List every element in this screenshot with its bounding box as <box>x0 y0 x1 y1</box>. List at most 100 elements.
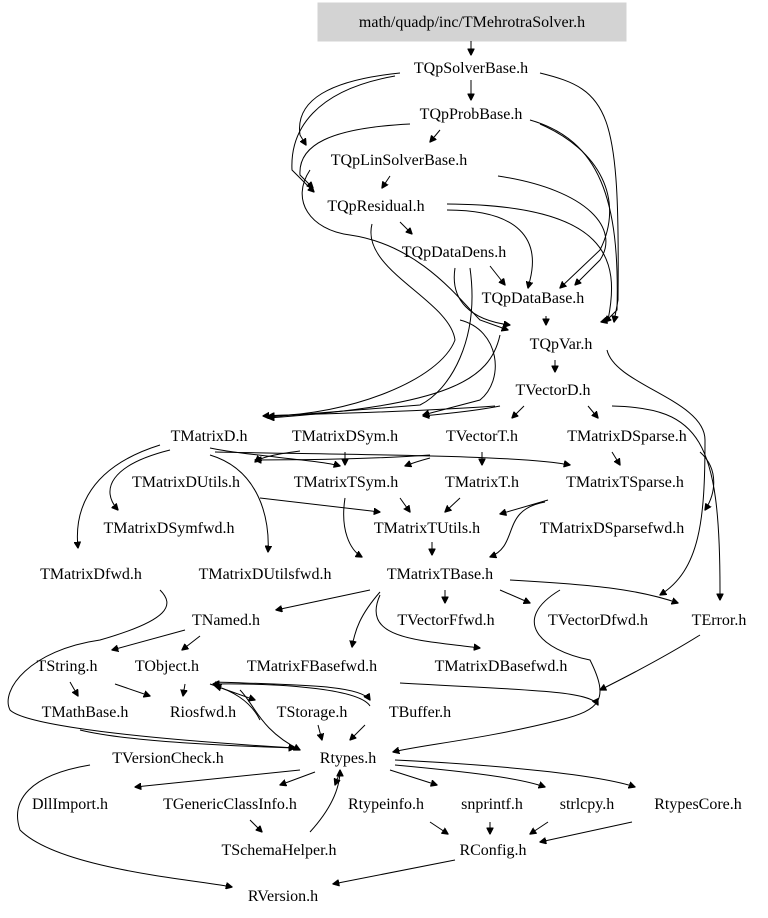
edge-rtypes-genericclassinfo <box>280 771 316 785</box>
edge-rconfig-rversion <box>333 859 456 884</box>
node-buffer[interactable]: TBuffer.h <box>389 704 451 721</box>
node-matrixdsparse[interactable]: TMatrixDSparse.h <box>567 428 687 445</box>
edge-qpresidual-matrixd <box>268 223 456 416</box>
node-matrixdsymfwd[interactable]: TMatrixDSymfwd.h <box>103 520 234 537</box>
edge-matrixdsym-matrixdutilsfwd <box>209 454 268 552</box>
nodes: math/quadp/inc/TMehrotraSolver.h TQpSolv… <box>32 14 746 905</box>
edge-object-rtypes <box>239 689 300 750</box>
node-rtypeinfo[interactable]: Rtypeinfo.h <box>348 796 424 813</box>
node-qplinsolverbase[interactable]: TQpLinSolverBase.h <box>331 152 467 169</box>
node-matrixtbase[interactable]: TMatrixTBase.h <box>387 566 493 583</box>
edge-qpprobbase-qplinsolverbase <box>430 129 441 142</box>
node-matrixdutilsfwd[interactable]: TMatrixDUtilsfwd.h <box>199 566 332 583</box>
edge-string-riosfwd <box>114 683 150 696</box>
node-qpdatabase[interactable]: TQpDataBase.h <box>482 290 585 307</box>
edge-qplinsolverbase-qpresidual <box>382 175 391 188</box>
edge-qpresidual-qpdatadens <box>399 221 412 234</box>
node-rtypes[interactable]: Rtypes.h <box>320 750 376 767</box>
edge-vectord-vectort <box>512 405 525 418</box>
edge-versioncheck-rversion <box>17 764 232 887</box>
edge-qpdatadens-matrixdsym <box>423 319 496 415</box>
edge-error-rtypes <box>600 634 701 690</box>
edge-genericclassinfo-schemahelper <box>249 819 262 832</box>
node-matrixtsym[interactable]: TMatrixTSym.h <box>294 474 398 491</box>
node-matrixdbasefwd[interactable]: TMatrixDBasefwd.h <box>435 658 568 675</box>
node-root[interactable]: math/quadp/inc/TMehrotraSolver.h <box>359 14 585 31</box>
edge-matrixtsparse-matrixtutils <box>500 499 549 514</box>
edge-buffer-object <box>213 684 371 707</box>
edge-buffer-rtypes <box>350 724 366 740</box>
edge-storage-object <box>215 686 261 721</box>
node-matrixtsparse[interactable]: TMatrixTSparse.h <box>566 474 684 491</box>
node-qpprobbase[interactable]: TQpProbBase.h <box>420 106 523 123</box>
edge-named-string <box>112 629 186 650</box>
edge-matrixtbase-error <box>509 579 678 603</box>
edge-rtypes-rtypescore <box>394 759 635 787</box>
edge-matrixtbase-vectordfwd <box>499 589 530 603</box>
node-dllimport[interactable]: DllImport.h <box>32 796 108 813</box>
edge-qpvar-vectordfwd <box>606 349 706 595</box>
edge-matrixtsym-matrixtutils <box>399 497 410 512</box>
edge-matrixdbasefwd-rtypes <box>399 682 598 705</box>
node-rversion[interactable]: RVersion.h <box>248 888 318 905</box>
edge-matrixtsparse-matrixtbase <box>490 501 546 557</box>
node-matrixtutils[interactable]: TMatrixTUtils.h <box>374 520 480 537</box>
edge-rtypeinfo-rconfig <box>429 821 448 834</box>
node-matrixdfwd[interactable]: TMatrixDfwd.h <box>40 566 142 583</box>
node-storage[interactable]: TStorage.h <box>277 704 348 721</box>
node-mathbase[interactable]: TMathBase.h <box>42 704 129 721</box>
node-matrixd[interactable]: TMatrixD.h <box>171 428 248 445</box>
edge-matrixt-matrixtutils <box>445 497 461 512</box>
node-string[interactable]: TString.h <box>37 658 98 675</box>
node-error[interactable]: TError.h <box>692 612 747 629</box>
node-versioncheck[interactable]: TVersionCheck.h <box>112 750 224 767</box>
node-vectorffwd[interactable]: TVectorFfwd.h <box>397 612 494 629</box>
edge-storage-rtypes <box>318 724 322 740</box>
edge-qpdatabase-matrixd <box>268 334 501 418</box>
edge-matrixtsym-matrixtbase <box>343 497 362 557</box>
node-matrixdutils[interactable]: TMatrixDUtils.h <box>132 474 240 491</box>
node-rconfig[interactable]: RConfig.h <box>459 842 526 859</box>
node-schemahelper[interactable]: TSchemaHelper.h <box>221 842 336 859</box>
edge-qpdatadens-qpdatabase <box>489 265 505 285</box>
edge-qpprobbase-qpdatabase <box>539 123 611 288</box>
edge-rtypes-dllimport <box>135 769 301 787</box>
edge-qpdatadens-matrixd <box>268 267 473 417</box>
node-matrixdsparsefwd[interactable]: TMatrixDSparsefwd.h <box>540 520 684 537</box>
edge-qpsolverbase-qplinsolverbase <box>299 72 401 145</box>
edge-rtypes-snprintf <box>389 769 437 785</box>
edge-qpresidual-qpvar <box>446 203 613 322</box>
node-qpdatadens[interactable]: TQpDataDens.h <box>402 244 506 261</box>
edge-rtypescore-rconfig <box>540 821 633 842</box>
node-genericclassinfo[interactable]: TGenericClassInfo.h <box>163 796 297 813</box>
node-riosfwd[interactable]: Riosfwd.h <box>170 704 236 721</box>
node-matrixdsym[interactable]: TMatrixDSym.h <box>292 428 398 445</box>
node-qpresidual[interactable]: TQpResidual.h <box>327 198 424 215</box>
edge-matrixd-matrixtsparse <box>214 451 570 465</box>
node-vectord[interactable]: TVectorD.h <box>515 382 590 399</box>
edge-matrixtbase-matrixdbasefwd <box>375 594 480 648</box>
node-matrixfbasefwd[interactable]: TMatrixFBasefwd.h <box>247 658 377 675</box>
node-vectordfwd[interactable]: TVectorDfwd.h <box>548 612 648 629</box>
edge-object-buffer <box>214 681 370 700</box>
node-object[interactable]: TObject.h <box>135 658 199 675</box>
node-named[interactable]: TNamed.h <box>192 612 260 629</box>
node-matrixt[interactable]: TMatrixT.h <box>445 474 519 491</box>
edge-matrixd-matrixdfwd <box>77 444 161 548</box>
edge-matrixd-matrixdutils <box>109 449 171 510</box>
edge-matrixtbase-matrixfbasefwd <box>352 591 381 647</box>
edge-qplinsolverbase-qpvar <box>301 169 508 330</box>
node-rtypescore[interactable]: RtypesCore.h <box>654 796 742 813</box>
edge-vectord-matrixdsym <box>423 405 501 416</box>
node-strlcpy[interactable]: strlcpy.h <box>560 796 615 813</box>
edge-matrixd-matrixtsym <box>209 447 340 466</box>
edge-vectort-matrixdutils <box>255 454 431 460</box>
node-qpsolverbase[interactable]: TQpSolverBase.h <box>414 60 528 77</box>
node-snprintf[interactable]: snprintf.h <box>461 796 523 813</box>
edge-vectord-error <box>611 405 720 600</box>
node-qpvar[interactable]: TQpVar.h <box>530 336 593 353</box>
edge-named-object <box>182 635 201 650</box>
node-vectort[interactable]: TVectorT.h <box>446 428 518 445</box>
edge-vectort-matrixtsym <box>405 457 431 466</box>
